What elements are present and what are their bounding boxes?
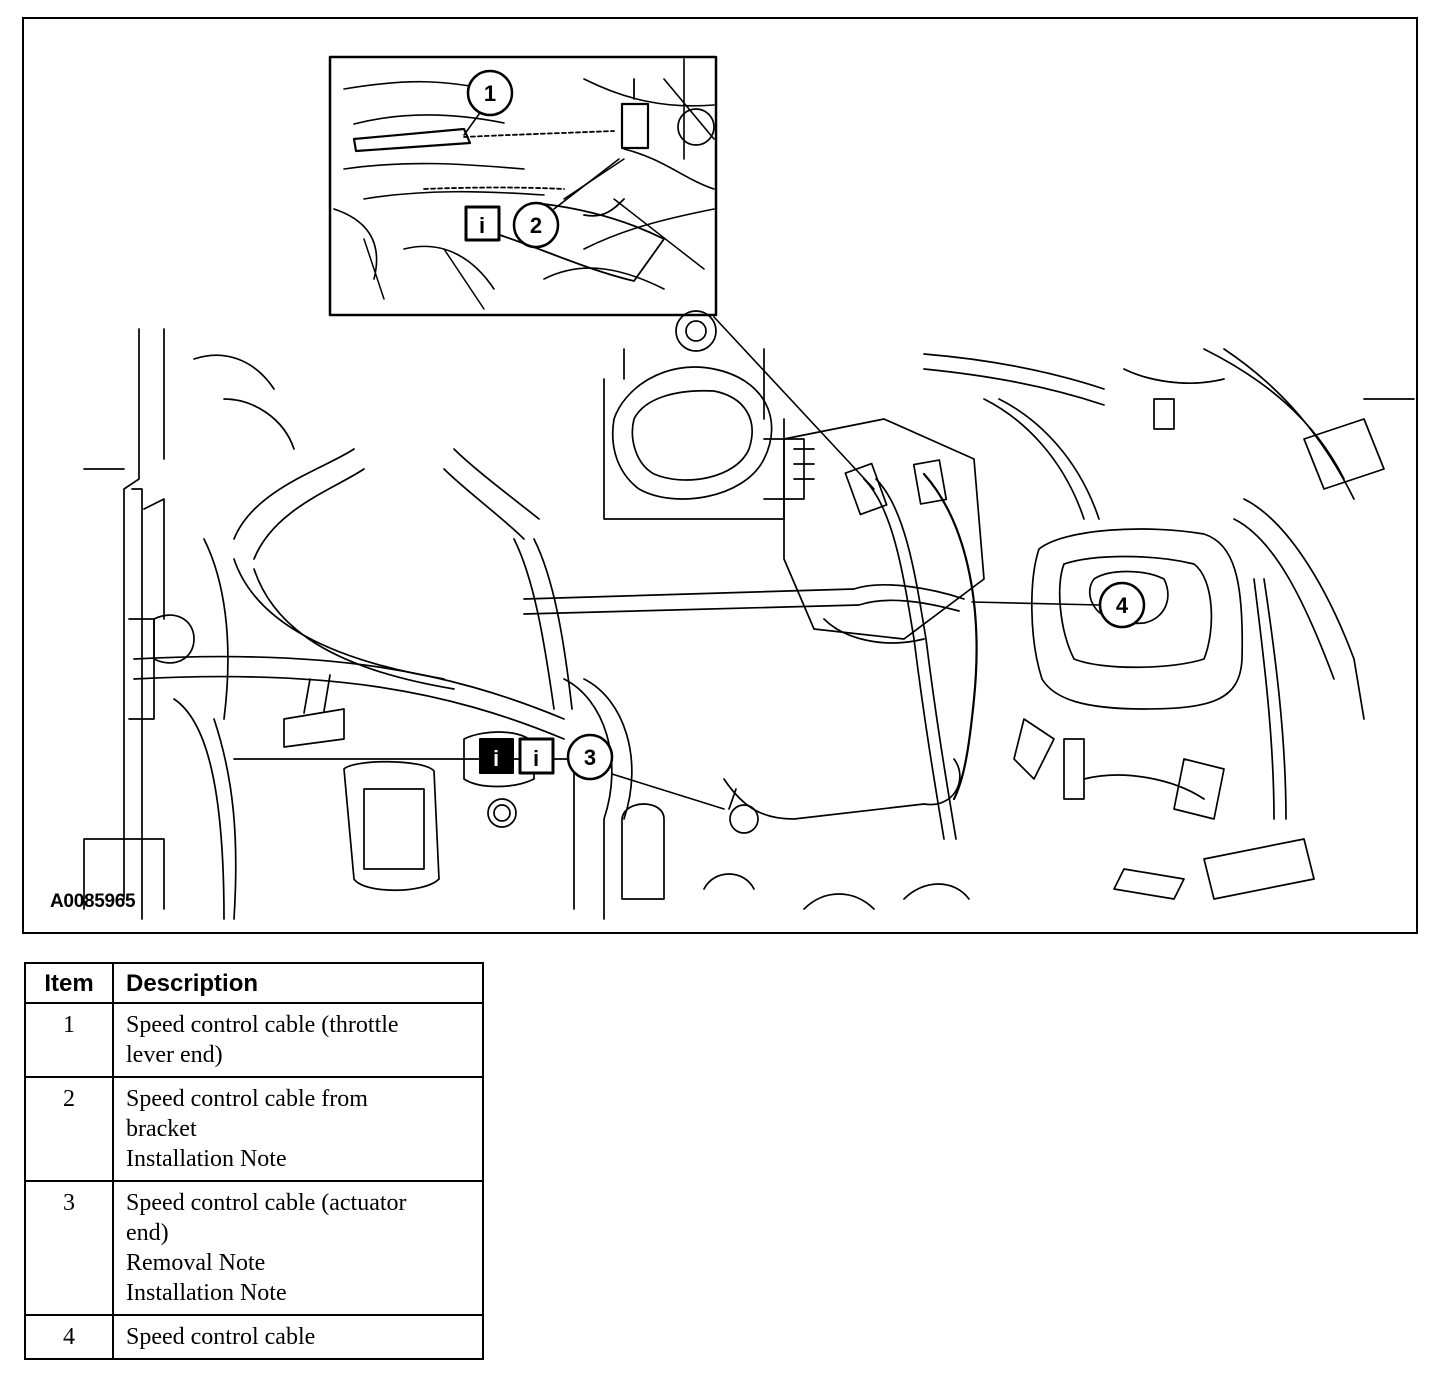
detail-inset (328, 55, 718, 317)
callout-2-label: 2 (530, 213, 542, 238)
legend-item-number: 2 (24, 1076, 114, 1182)
description-line: Speed control cable (actuator (126, 1190, 407, 1216)
description-line: lever end) (126, 1042, 223, 1068)
figure-id: A0085965 (50, 891, 136, 912)
description-line: Speed control cable from (126, 1086, 368, 1112)
legend-item-number: 3 (24, 1180, 114, 1316)
legend-item-description: Speed control cable (112, 1314, 484, 1360)
description-line: Removal Note (126, 1250, 266, 1276)
callout-3-label: 3 (584, 745, 596, 770)
svg-text:i: i (533, 746, 539, 771)
legend-header-row: Item Description (24, 962, 484, 1004)
engine-line-drawing: 1 i 2 i i 3 4 (83, 55, 1415, 920)
svg-text:i: i (479, 213, 485, 238)
legend-row: 1 Speed control cable (throttle lever end) (24, 1002, 484, 1078)
legend-item-description: Speed control cable (throttle lever end) (112, 1002, 484, 1078)
legend-item-number: 4 (24, 1314, 114, 1360)
description-line: Speed control cable (throttle (126, 1012, 399, 1038)
engine-bay (83, 108, 1415, 920)
description-line: Speed control cable (126, 1324, 316, 1350)
callout-3: 3 (566, 733, 614, 781)
legend-row: 4 Speed control cable (24, 1314, 484, 1360)
legend-body: 1 Speed control cable (throttle lever end)… (24, 1002, 484, 1360)
figure-frame: 1 i 2 i i 3 4 A0085965 (22, 17, 1418, 934)
callout-2: 2 (512, 201, 560, 249)
callout-1: 1 (466, 69, 514, 117)
description-line: bracket (126, 1116, 197, 1142)
info-icon-inverted: i (479, 738, 514, 774)
callout-1-label: 1 (484, 81, 496, 106)
item-column-header: Item (24, 962, 114, 1004)
info-icon: i (518, 737, 555, 775)
description-line: Installation Note (126, 1146, 287, 1172)
svg-text:i: i (493, 746, 499, 771)
description-line: end) (126, 1220, 169, 1246)
info-icon: i (464, 205, 501, 242)
legend-item-number: 1 (24, 1002, 114, 1078)
description-column-header: Description (112, 962, 484, 1004)
callout-4: 4 (1098, 581, 1146, 629)
legend-item-description: Speed control cable (actuator end) Removal… (112, 1180, 484, 1316)
callout-4-label: 4 (1116, 593, 1129, 618)
description-line: Installation Note (126, 1280, 287, 1306)
legend-row: 3 Speed control cable (actuator end) Remova… (24, 1180, 484, 1316)
